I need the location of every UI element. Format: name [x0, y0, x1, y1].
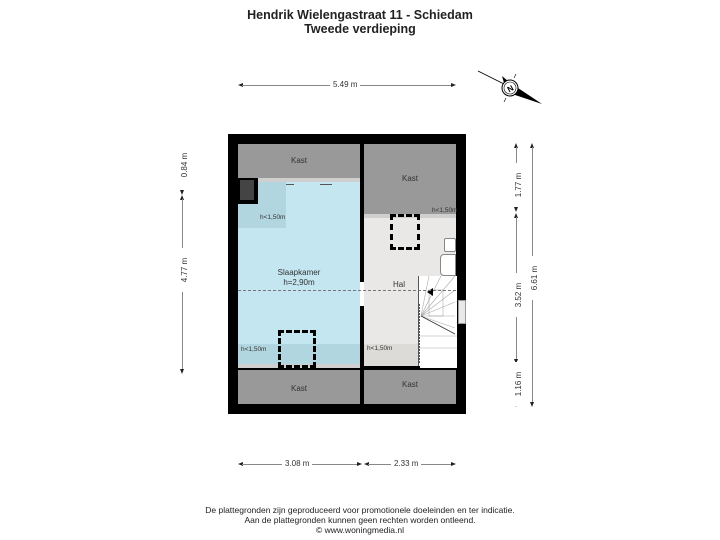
dimension-label-right-top: 1.77 m: [514, 163, 524, 207]
floor-plan: Kast Kast h<1,50m Slaapkamer h=2,90m h<1…: [228, 134, 466, 414]
roof-hatch: [278, 330, 316, 368]
dimension-label-left-main: 4.77 m: [180, 248, 190, 292]
dimension-label: 3.08 m: [282, 459, 313, 469]
room-kast-top-right: Kast: [364, 144, 456, 214]
room-label: Kast: [401, 174, 418, 183]
toilet-icon: [444, 238, 456, 252]
arrow-down-icon: [514, 359, 518, 364]
arrow-right-icon: [451, 462, 456, 466]
room-label: Slaapkamer: [277, 268, 321, 277]
sliding-door: [258, 178, 360, 182]
dimension-label: 2.33 m: [391, 459, 422, 469]
interior-wall: [360, 144, 364, 404]
low-ceiling-label: h<1,50m: [432, 207, 458, 214]
low-ceiling-label: h<1,50m: [367, 345, 393, 352]
arrow-down-icon: [530, 402, 534, 407]
room-kast-top-left: Kast: [238, 144, 360, 178]
low-ceiling-zone: [364, 344, 418, 368]
window: [458, 300, 466, 324]
arrow-right-icon: [357, 462, 362, 466]
dimension-label-right-middle: 3.52 m: [514, 273, 524, 317]
compass-icon: N: [476, 66, 546, 106]
roof-hatch: [390, 214, 420, 250]
chimney: [240, 180, 254, 200]
low-ceiling-label: h<1,50m: [241, 346, 267, 353]
room-kast-bottom-right: Kast: [364, 370, 456, 404]
svg-text:N: N: [506, 83, 516, 94]
arrow-right-icon: [451, 83, 456, 87]
staircase[interactable]: [418, 275, 457, 368]
dimension-label-left-top: 0.84 m: [180, 143, 190, 187]
arrow-up-icon: [530, 143, 534, 148]
sink-icon: [440, 254, 456, 276]
room-kast-bottom-left: Kast: [238, 370, 360, 404]
dimension-label-right-total: 6.61 m: [530, 256, 540, 300]
plan-subtitle: Tweede verdieping: [304, 22, 416, 36]
dimension-label-right-bottom: 1.16 m: [514, 362, 524, 406]
disclaimer-line-1: De plattegronden zijn geproduceerd voor …: [205, 505, 515, 515]
low-ceiling-label: h<1,50m: [260, 214, 286, 221]
doorway[interactable]: [360, 282, 364, 306]
room-label: Hal: [392, 280, 405, 289]
room-label: Kast: [290, 384, 307, 393]
arrow-down-icon: [180, 369, 184, 374]
roof-ridge-line: [238, 290, 456, 291]
room-ceiling-height: h=2,90m: [283, 278, 315, 287]
arrow-up-icon: [514, 213, 518, 218]
dimension-label: 5.49 m: [330, 80, 361, 90]
copyright-link[interactable]: © www.woningmedia.nl: [316, 525, 404, 535]
arrow-down-icon: [180, 190, 184, 195]
arrow-up-icon: [514, 143, 518, 148]
arrow-up-icon: [180, 195, 184, 200]
plan-title: Hendrik Wielengastraat 11 - Schiedam: [247, 8, 473, 22]
disclaimer-line-2: Aan de plattegronden kunnen geen rechten…: [244, 515, 476, 525]
arrow-left-icon: [238, 83, 243, 87]
arrow-left-icon: [238, 462, 243, 466]
dimension-bottom-left: 3.08 m: [238, 459, 362, 469]
arrow-right-icon: [320, 184, 332, 185]
dimension-bottom-right: 2.33 m: [364, 459, 456, 469]
room-slaapkamer: h<1,50m Slaapkamer h=2,90m h<1,50m: [238, 178, 360, 368]
arrow-down-icon: [514, 207, 518, 212]
room-label: Kast: [290, 156, 307, 165]
interior-wall: [364, 366, 420, 370]
arrow-left-icon: [282, 184, 294, 185]
dimension-top-width: 5.49 m: [238, 80, 456, 90]
room-label: Kast: [401, 380, 418, 389]
arrow-left-icon: [364, 462, 369, 466]
